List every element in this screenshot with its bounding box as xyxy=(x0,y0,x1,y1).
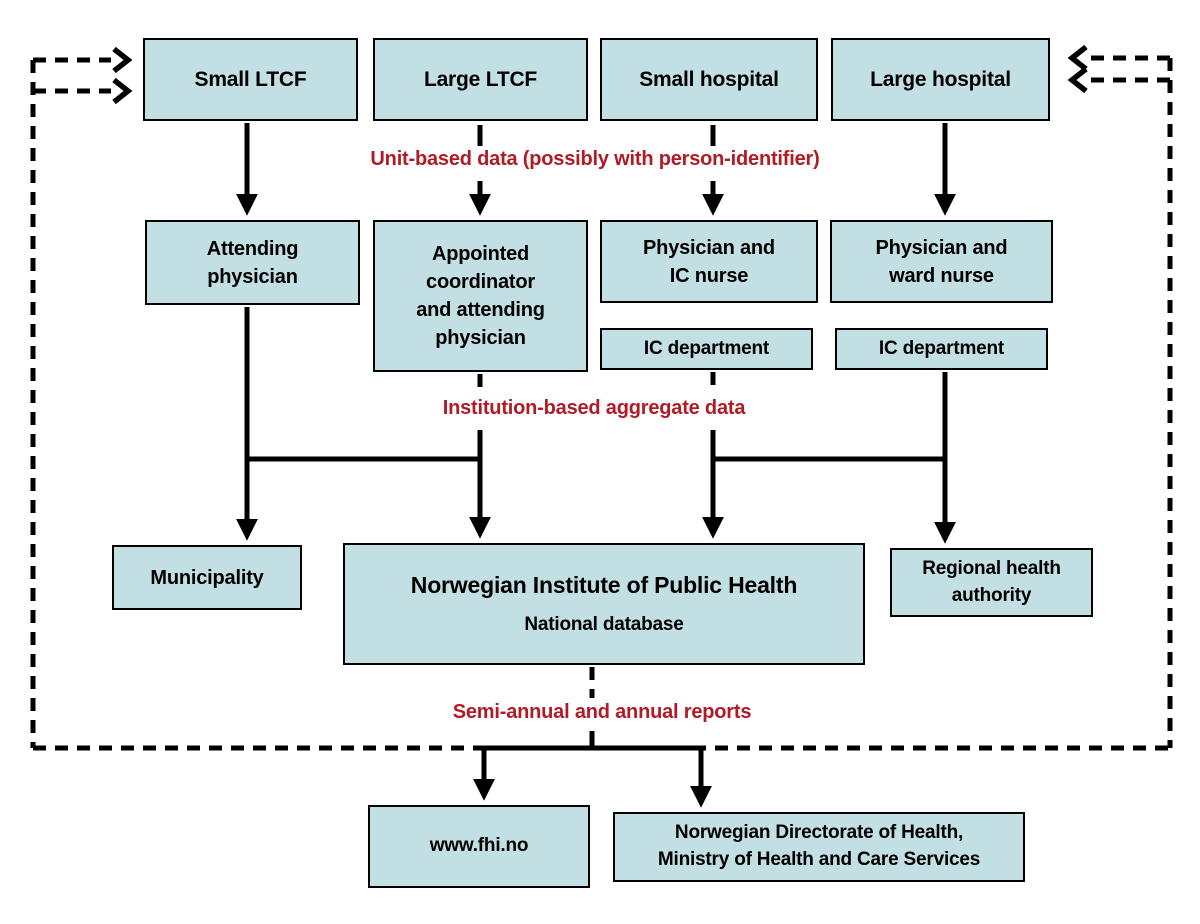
node-ic-department-left-label: IC department xyxy=(643,337,770,359)
node-www-fhi: www.fhi.no xyxy=(368,805,590,888)
node-physician-ward-nurse-label: Physician and ward nurse xyxy=(875,236,1008,287)
node-large-hospital-label: Large hospital xyxy=(870,67,1011,91)
node-appointed-coordinator: Appointed coordinator and attending phys… xyxy=(373,220,588,372)
node-municipality-label: Municipality xyxy=(150,566,264,589)
node-directorate-label: Norwegian Directorate of Health, Ministr… xyxy=(657,822,981,870)
node-small-ltcf-label: Small LTCF xyxy=(194,67,307,91)
node-small-hospital: Small hospital xyxy=(600,38,818,121)
node-directorate: Norwegian Directorate of Health, Ministr… xyxy=(613,812,1025,882)
dashed-segments xyxy=(477,372,716,698)
solid-connectors xyxy=(235,123,957,808)
chevron-left-icon xyxy=(1067,66,1088,94)
chevron-right-icon xyxy=(112,46,133,74)
node-attending-physician: Attending physician xyxy=(145,220,360,305)
node-regional-health-authority: Regional health authority xyxy=(890,548,1093,617)
node-municipality: Municipality xyxy=(112,545,302,610)
node-large-hospital: Large hospital xyxy=(831,38,1050,121)
feedback-arrowheads xyxy=(112,44,1088,105)
node-physician-ward-nurse: Physician and ward nurse xyxy=(830,220,1053,303)
chevron-right-icon xyxy=(112,77,133,105)
node-large-ltcf: Large LTCF xyxy=(373,38,588,121)
chevron-left-icon xyxy=(1067,44,1088,72)
node-small-ltcf: Small LTCF xyxy=(143,38,358,121)
node-ic-department-right-label: IC department xyxy=(878,337,1005,359)
node-niph-subtitle: National database xyxy=(524,614,684,635)
node-appointed-coordinator-label: Appointed coordinator and attending phys… xyxy=(416,243,545,349)
node-attending-physician-label: Attending physician xyxy=(206,237,299,288)
node-ic-department-left: IC department xyxy=(600,328,813,370)
node-small-hospital-label: Small hospital xyxy=(639,67,779,91)
node-large-ltcf-label: Large LTCF xyxy=(423,67,538,91)
node-ic-department-right: IC department xyxy=(835,328,1048,370)
node-www-fhi-label: www.fhi.no xyxy=(429,835,529,857)
feedback-loop-dashed xyxy=(30,55,1173,751)
label-reports: Semi-annual and annual reports xyxy=(452,701,752,723)
label-unit-based-data: Unit-based data (possibly with person-id… xyxy=(370,148,820,170)
node-physician-ic-nurse-label: Physician and IC nurse xyxy=(643,236,775,287)
node-physician-ic-nurse: Physician and IC nurse xyxy=(600,220,818,303)
node-niph-title: Norwegian Institute of Public Health xyxy=(410,572,798,598)
label-institution-based-data: Institution-based aggregate data xyxy=(442,397,746,419)
node-niph: Norwegian Institute of Public Health Nat… xyxy=(343,543,865,665)
node-regional-health-authority-label: Regional health authority xyxy=(922,557,1061,606)
